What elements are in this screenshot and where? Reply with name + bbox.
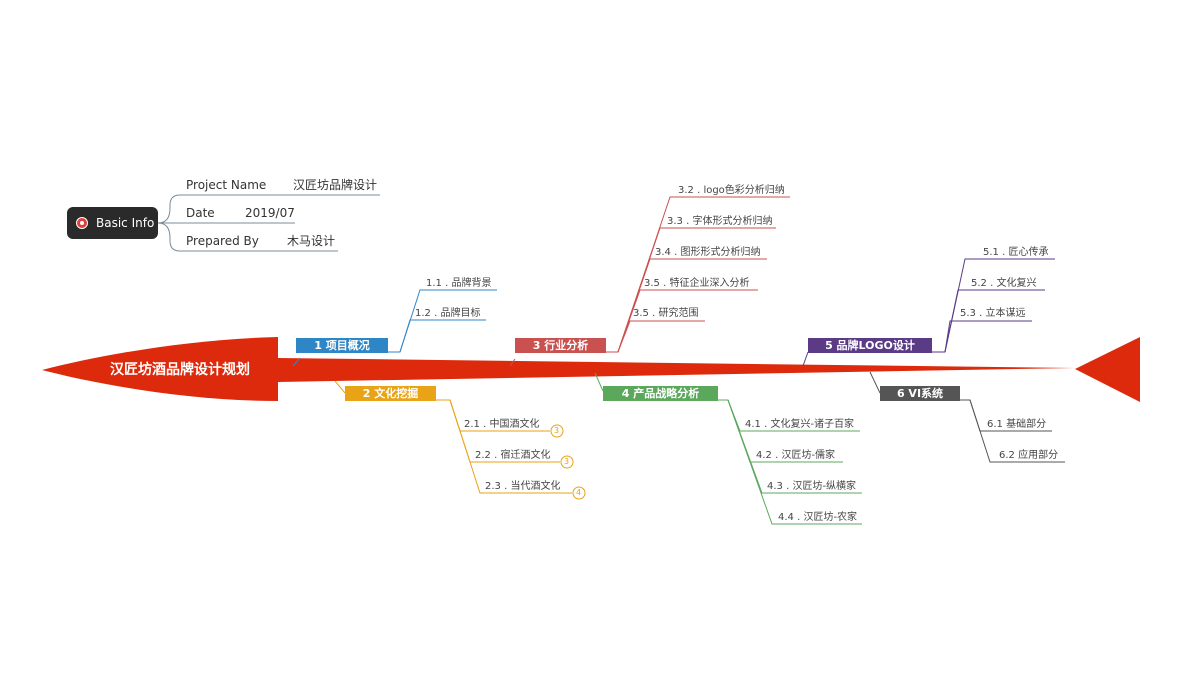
branch-2-node[interactable]: 2 文化挖掘 xyxy=(345,386,436,401)
branch-3-node[interactable]: 3 行业分析 xyxy=(515,338,606,353)
branch-5-item[interactable]: 5.3 . 立本谋远 xyxy=(960,308,1026,319)
fish-head xyxy=(42,337,278,401)
info-key-project-name: Project Name xyxy=(186,178,267,192)
basic-info-label: Basic Info xyxy=(96,216,155,230)
branch-2-item[interactable]: 2.3 . 当代酒文化 xyxy=(485,481,561,492)
star-badge-icon xyxy=(76,217,88,229)
branch-6-item[interactable]: 6.2 应用部分 xyxy=(999,450,1059,461)
basic-info-node[interactable]: Basic Info xyxy=(67,207,158,239)
branch-6-item[interactable]: 6.1 基础部分 xyxy=(987,419,1047,430)
fish-tail xyxy=(1075,337,1140,402)
badge-circle xyxy=(572,486,586,500)
count-badge[interactable]: 4 xyxy=(576,488,582,497)
branch-4-item[interactable]: 4.2 . 汉匠坊-儒家 xyxy=(756,450,836,461)
branch-3-item[interactable]: 3.5 . 研究范围 xyxy=(633,308,699,319)
fish-spine xyxy=(278,358,1075,382)
branch-4-item[interactable]: 4.3 . 汉匠坊-纵横家 xyxy=(767,481,857,492)
branch-1-node[interactable]: 1 项目概况 xyxy=(296,338,388,353)
branch-2-item[interactable]: 2.2 . 宿迁酒文化 xyxy=(475,450,551,461)
branch-1-item[interactable]: 1.1 . 品牌背景 xyxy=(426,278,492,289)
info-value-date: 2019/07 xyxy=(245,206,295,220)
branch-4-node[interactable]: 4 产品战略分析 xyxy=(603,386,718,401)
branch-4-item[interactable]: 4.1 . 文化复兴-诸子百家 xyxy=(745,419,855,430)
branch-3-item[interactable]: 3.5 . 特征企业深入分析 xyxy=(644,278,750,289)
branch-2-item[interactable]: 2.1 . 中国酒文化 xyxy=(464,419,540,430)
branch-3-item[interactable]: 3.4 . 图形形式分析归纳 xyxy=(655,247,761,258)
branch-3-item[interactable]: 3.2 . logo色彩分析归纳 xyxy=(678,185,785,196)
badge-circle xyxy=(550,424,564,438)
count-badge[interactable]: 3 xyxy=(564,457,570,466)
info-key-prepared-by: Prepared By xyxy=(186,234,259,248)
branch-3-item[interactable]: 3.3 . 字体形式分析归纳 xyxy=(667,216,773,227)
diagram-title: 汉匠坊酒品牌设计规划 xyxy=(110,362,250,378)
branch-5-item[interactable]: 5.1 . 匠心传承 xyxy=(983,247,1049,258)
branch-4-item[interactable]: 4.4 . 汉匠坊-农家 xyxy=(778,512,858,523)
branch-1-item[interactable]: 1.2 . 品牌目标 xyxy=(415,308,481,319)
info-key-date: Date xyxy=(186,206,215,220)
branch-6-node[interactable]: 6 VI系统 xyxy=(880,386,960,401)
badge-circle xyxy=(560,455,574,469)
info-value-project-name: 汉匠坊品牌设计 xyxy=(293,178,378,192)
info-value-prepared-by: 木马设计 xyxy=(287,234,336,248)
branch-5-item[interactable]: 5.2 . 文化复兴 xyxy=(971,278,1037,289)
count-badge[interactable]: 3 xyxy=(554,426,560,435)
branch-5-node[interactable]: 5 品牌LOGO设计 xyxy=(808,338,932,353)
